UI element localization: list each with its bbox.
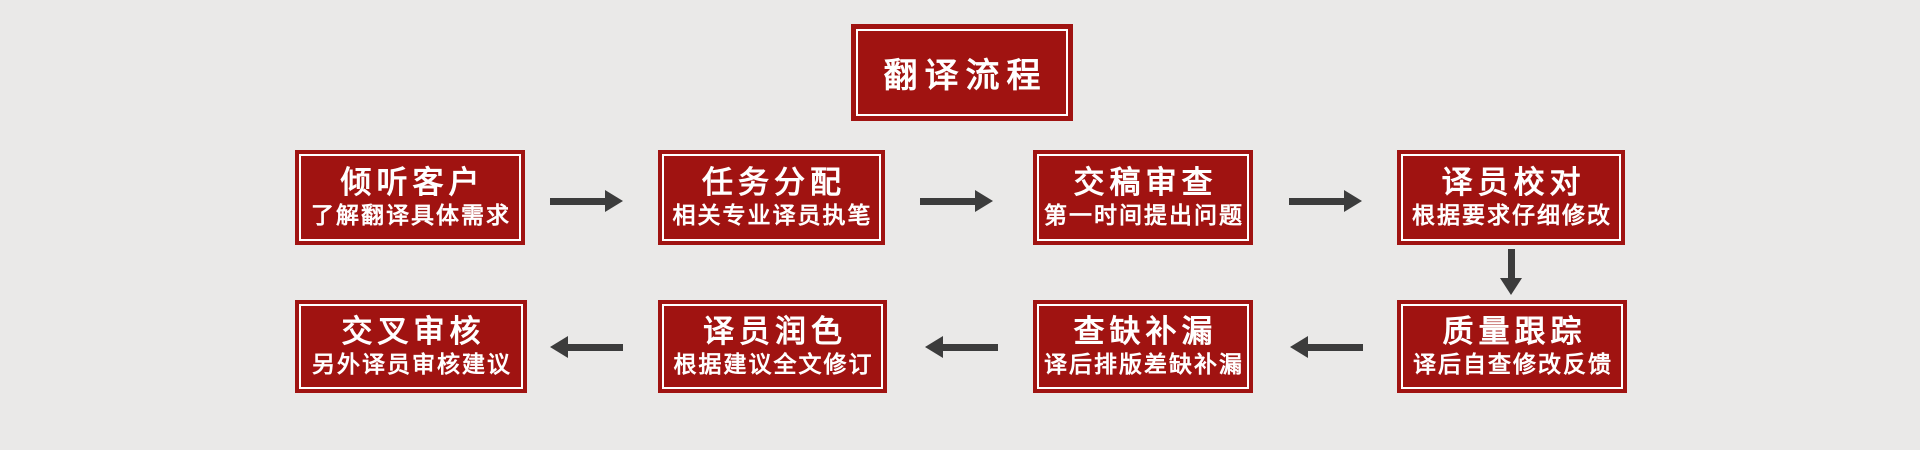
step-title: 交叉审核 [341, 313, 486, 350]
step-title: 质量跟踪 [1442, 313, 1587, 350]
diagram-title: 翻译流程 [883, 56, 1048, 96]
arrow-left-icon [925, 335, 998, 359]
step-title: 译员润色 [703, 313, 847, 350]
flow-step-6-gap-check: 查缺补漏 译后排版差缺补漏 [1033, 300, 1253, 393]
arrow-left-icon [1290, 335, 1363, 359]
arrow-left-icon [550, 335, 623, 359]
step-subtitle: 另外译员审核建议 [312, 352, 512, 379]
flow-step-8-cross-review: 交叉审核 另外译员审核建议 [295, 300, 527, 393]
arrow-right-icon [1289, 189, 1362, 213]
arrow-down-icon [1499, 249, 1523, 295]
flow-step-7-translator-polish: 译员润色 根据建议全文修订 [658, 300, 887, 393]
arrow-right-icon [920, 189, 993, 213]
step-subtitle: 第一时间提出问题 [1044, 203, 1244, 230]
step-subtitle: 了解翻译具体需求 [311, 203, 511, 230]
arrow-right-icon [550, 189, 623, 213]
flow-step-1-listen-to-customer: 倾听客户 了解翻译具体需求 [295, 150, 525, 245]
step-title: 译员校对 [1441, 164, 1586, 201]
flow-step-5-quality-tracking: 质量跟踪 译后自查修改反馈 [1397, 300, 1627, 393]
step-title: 交稿审查 [1073, 164, 1218, 201]
step-subtitle: 译后排版差缺补漏 [1044, 352, 1244, 379]
step-subtitle: 译后自查修改反馈 [1413, 352, 1613, 379]
flow-step-2-task-assignment: 任务分配 相关专业译员执笔 [658, 150, 885, 245]
step-subtitle: 根据建议全文修订 [673, 352, 874, 379]
diagram-title-box: 翻译流程 [851, 24, 1073, 121]
step-title: 查缺补漏 [1073, 313, 1218, 350]
step-subtitle: 根据要求仔细修改 [1412, 203, 1612, 230]
step-title: 任务分配 [702, 164, 846, 201]
flow-step-3-draft-review: 交稿审查 第一时间提出问题 [1033, 150, 1253, 245]
step-subtitle: 相关专业译员执笔 [672, 203, 873, 230]
step-title: 倾听客户 [340, 164, 485, 201]
flow-step-4-translator-proofread: 译员校对 根据要求仔细修改 [1397, 150, 1625, 245]
